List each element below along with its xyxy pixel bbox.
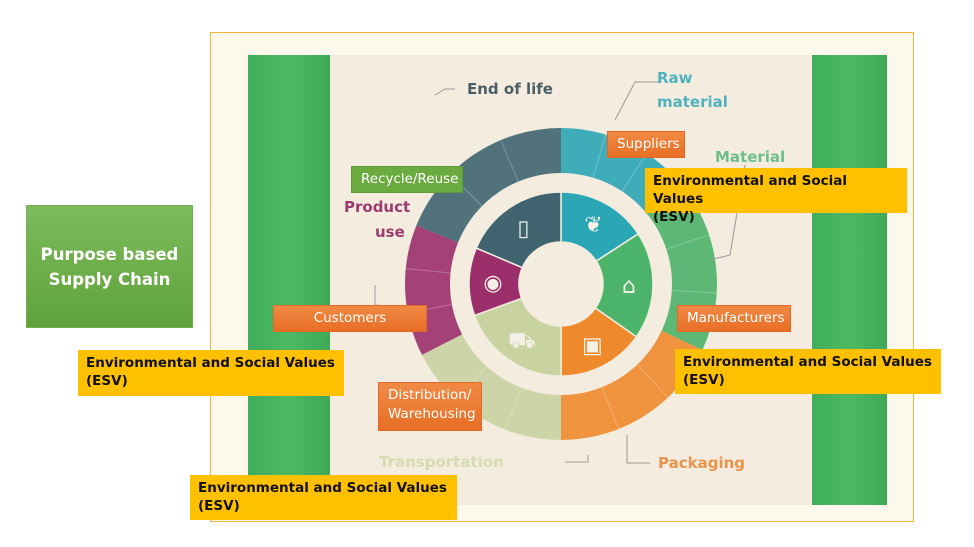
label-end-of-life: End of life [467,80,553,98]
suppliers-box: Suppliers [607,131,685,158]
outer-segment-product-use [405,225,463,355]
wheat-icon: ❦ [584,213,602,238]
esv-box-3: Environmental and Social Values (ESV) [675,349,941,394]
factory-icon: ⌂ [622,274,636,299]
leader-line [565,455,589,463]
esv-title: Environmental and Social Values [653,173,847,207]
right-green-bar [812,55,887,505]
distribution-warehousing-box: Distribution/ Warehousing [378,382,482,431]
leader-line [614,81,660,121]
esv-abbr: (ESV) [86,373,128,389]
esv-title: Environmental and Social Values [683,354,932,370]
customers-box: Customers [273,305,427,332]
distribution-line: Distribution/ [388,387,472,403]
title-line-2: Supply Chain [48,269,171,289]
leader-line [626,435,650,464]
segment-divider [666,234,710,250]
warehousing-line: Warehousing [388,406,476,422]
segment-divider [636,364,669,398]
esv-abbr: (ESV) [653,209,695,225]
label-transportation: Transportation [379,453,504,471]
inner-segment-transportation [473,297,562,377]
label-use: use [375,223,405,241]
leader-line [374,285,406,308]
segment-divider [405,268,451,274]
trash-bin-icon: ▯ [517,216,529,241]
recycle-reuse-box: Recycle/Reuse [351,166,463,193]
outer-segment-end-of-life [416,127,561,243]
label-product: Product [344,198,411,216]
left-green-bar [248,55,330,505]
esv-box-1: Environmental and Social Values (ESV) [645,168,907,225]
lifecycle-wheel-image: ❦ ⌂ ▣ ⛟ ◉ ▯ [330,55,812,505]
label-packaging: Packaging [658,454,745,472]
esv-title: Environmental and Social Values [86,355,335,371]
segment-divider [601,386,620,430]
manufacturers-box: Manufacturers [677,305,791,332]
leader-line [434,88,455,96]
box-icon: ▣ [582,333,603,358]
outer-segment-transportation [422,334,561,440]
segment-divider [592,134,607,178]
label-raw: Raw [657,69,693,87]
lifecycle-wheel: ❦ ⌂ ▣ ⛟ ◉ ▯ [374,81,746,464]
segment-divider [621,153,648,192]
truck-icon: ⛟ [508,329,536,354]
esv-abbr: (ESV) [198,498,240,514]
label-material-stage: Material [715,148,786,166]
outer-segment-packaging [561,330,703,440]
segment-divider [671,289,717,294]
esv-abbr: (ESV) [683,372,725,388]
label-material: material [657,93,728,111]
inner-segment-end-of-life [475,191,562,269]
esv-title: Environmental and Social Values [198,480,447,496]
esv-box-2: Environmental and Social Values (ESV) [78,350,344,396]
esv-box-4: Environmental and Social Values (ESV) [190,475,457,520]
segment-divider [504,387,522,430]
title-line-1: Purpose based [40,244,179,264]
plate-cutlery-icon: ◉ [483,271,502,296]
segment-divider [500,139,519,182]
